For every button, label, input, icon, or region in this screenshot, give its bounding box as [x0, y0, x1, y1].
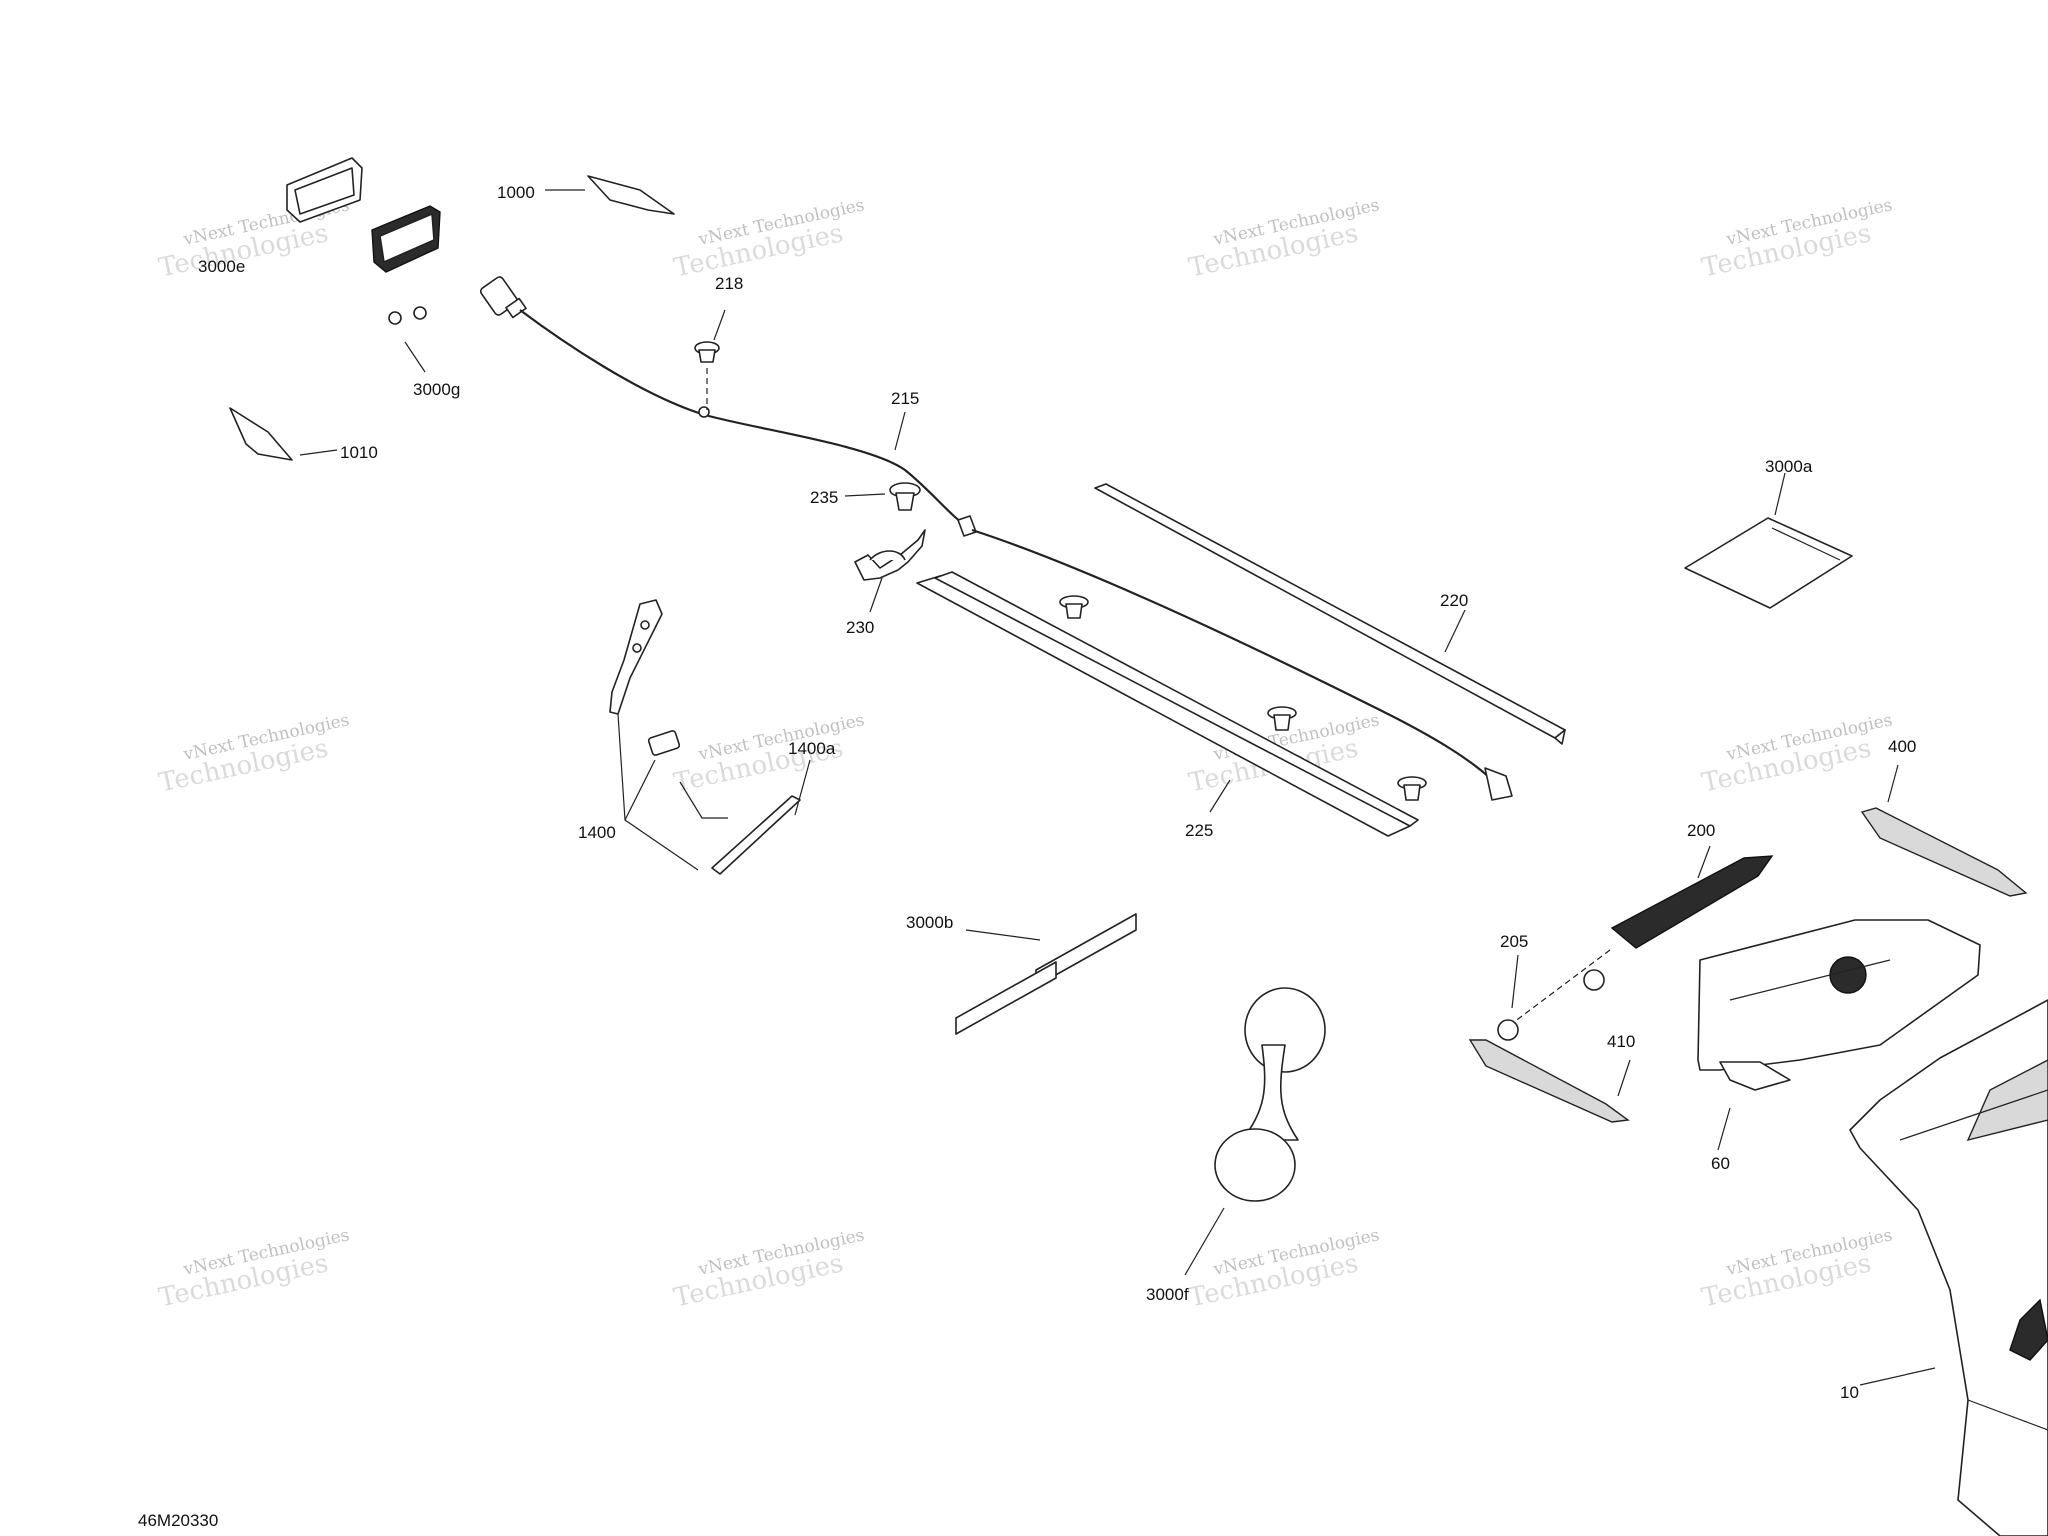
- part-1000-decal: [587, 175, 675, 215]
- callout-410: 410: [1607, 1032, 1635, 1051]
- part-3000f-funnel: [1214, 987, 1326, 1202]
- callout-3000b: 3000b: [906, 913, 953, 932]
- part-220-trim-strip: [1094, 483, 1566, 745]
- callout-220: 220: [1440, 591, 1468, 610]
- callout-3000a: 3000a: [1765, 457, 1813, 476]
- part-218-plug: [694, 341, 720, 410]
- part-225-rail: [916, 571, 1427, 837]
- callout-400: 400: [1888, 737, 1916, 756]
- callout-labels: 3000e 1000 218 3000g 1010 215 235 230 30…: [198, 183, 1916, 1402]
- watermark-layer: vNext Technologies Technologies vNext Te…: [156, 195, 1894, 1313]
- part-1010-decal: [229, 407, 293, 461]
- callout-3000e: 3000e: [198, 257, 245, 276]
- callout-60: 60: [1711, 1154, 1730, 1173]
- part-10-rear-body: [1849, 999, 2048, 1536]
- callout-215: 215: [891, 389, 919, 408]
- part-215-wire-harness: [479, 276, 1513, 801]
- part-230-clip: [854, 529, 926, 581]
- callout-200: 200: [1687, 821, 1715, 840]
- callout-1000: 1000: [497, 183, 535, 202]
- callout-230: 230: [846, 618, 874, 637]
- callout-10: 10: [1840, 1383, 1859, 1402]
- callout-1400: 1400: [578, 823, 616, 842]
- callout-1400a: 1400a: [788, 739, 836, 758]
- callout-3000g: 3000g: [413, 380, 460, 399]
- callout-1010: 1010: [340, 443, 378, 462]
- part-200-light: [1509, 855, 1774, 1026]
- part-60-side-panel: [1697, 919, 1981, 1091]
- part-1400-tool-kit: [609, 599, 801, 875]
- part-400-reflector: [1860, 807, 2028, 897]
- callout-225: 225: [1185, 821, 1213, 840]
- part-205-fastener: [1497, 969, 1605, 1041]
- callout-3000f: 3000f: [1146, 1285, 1189, 1304]
- callout-235: 235: [810, 488, 838, 507]
- callout-218: 218: [715, 274, 743, 293]
- leader-lines: [299, 189, 1936, 1386]
- part-3000b-pads: [955, 913, 1137, 1035]
- part-410-reflector: [1468, 1039, 1630, 1123]
- part-3000e-cover: [286, 157, 441, 325]
- callout-205: 205: [1500, 932, 1528, 951]
- part-3000a-booklet: [1684, 517, 1853, 609]
- drawing-number: 46M20330: [138, 1511, 218, 1530]
- part-235-fastener: [889, 482, 921, 511]
